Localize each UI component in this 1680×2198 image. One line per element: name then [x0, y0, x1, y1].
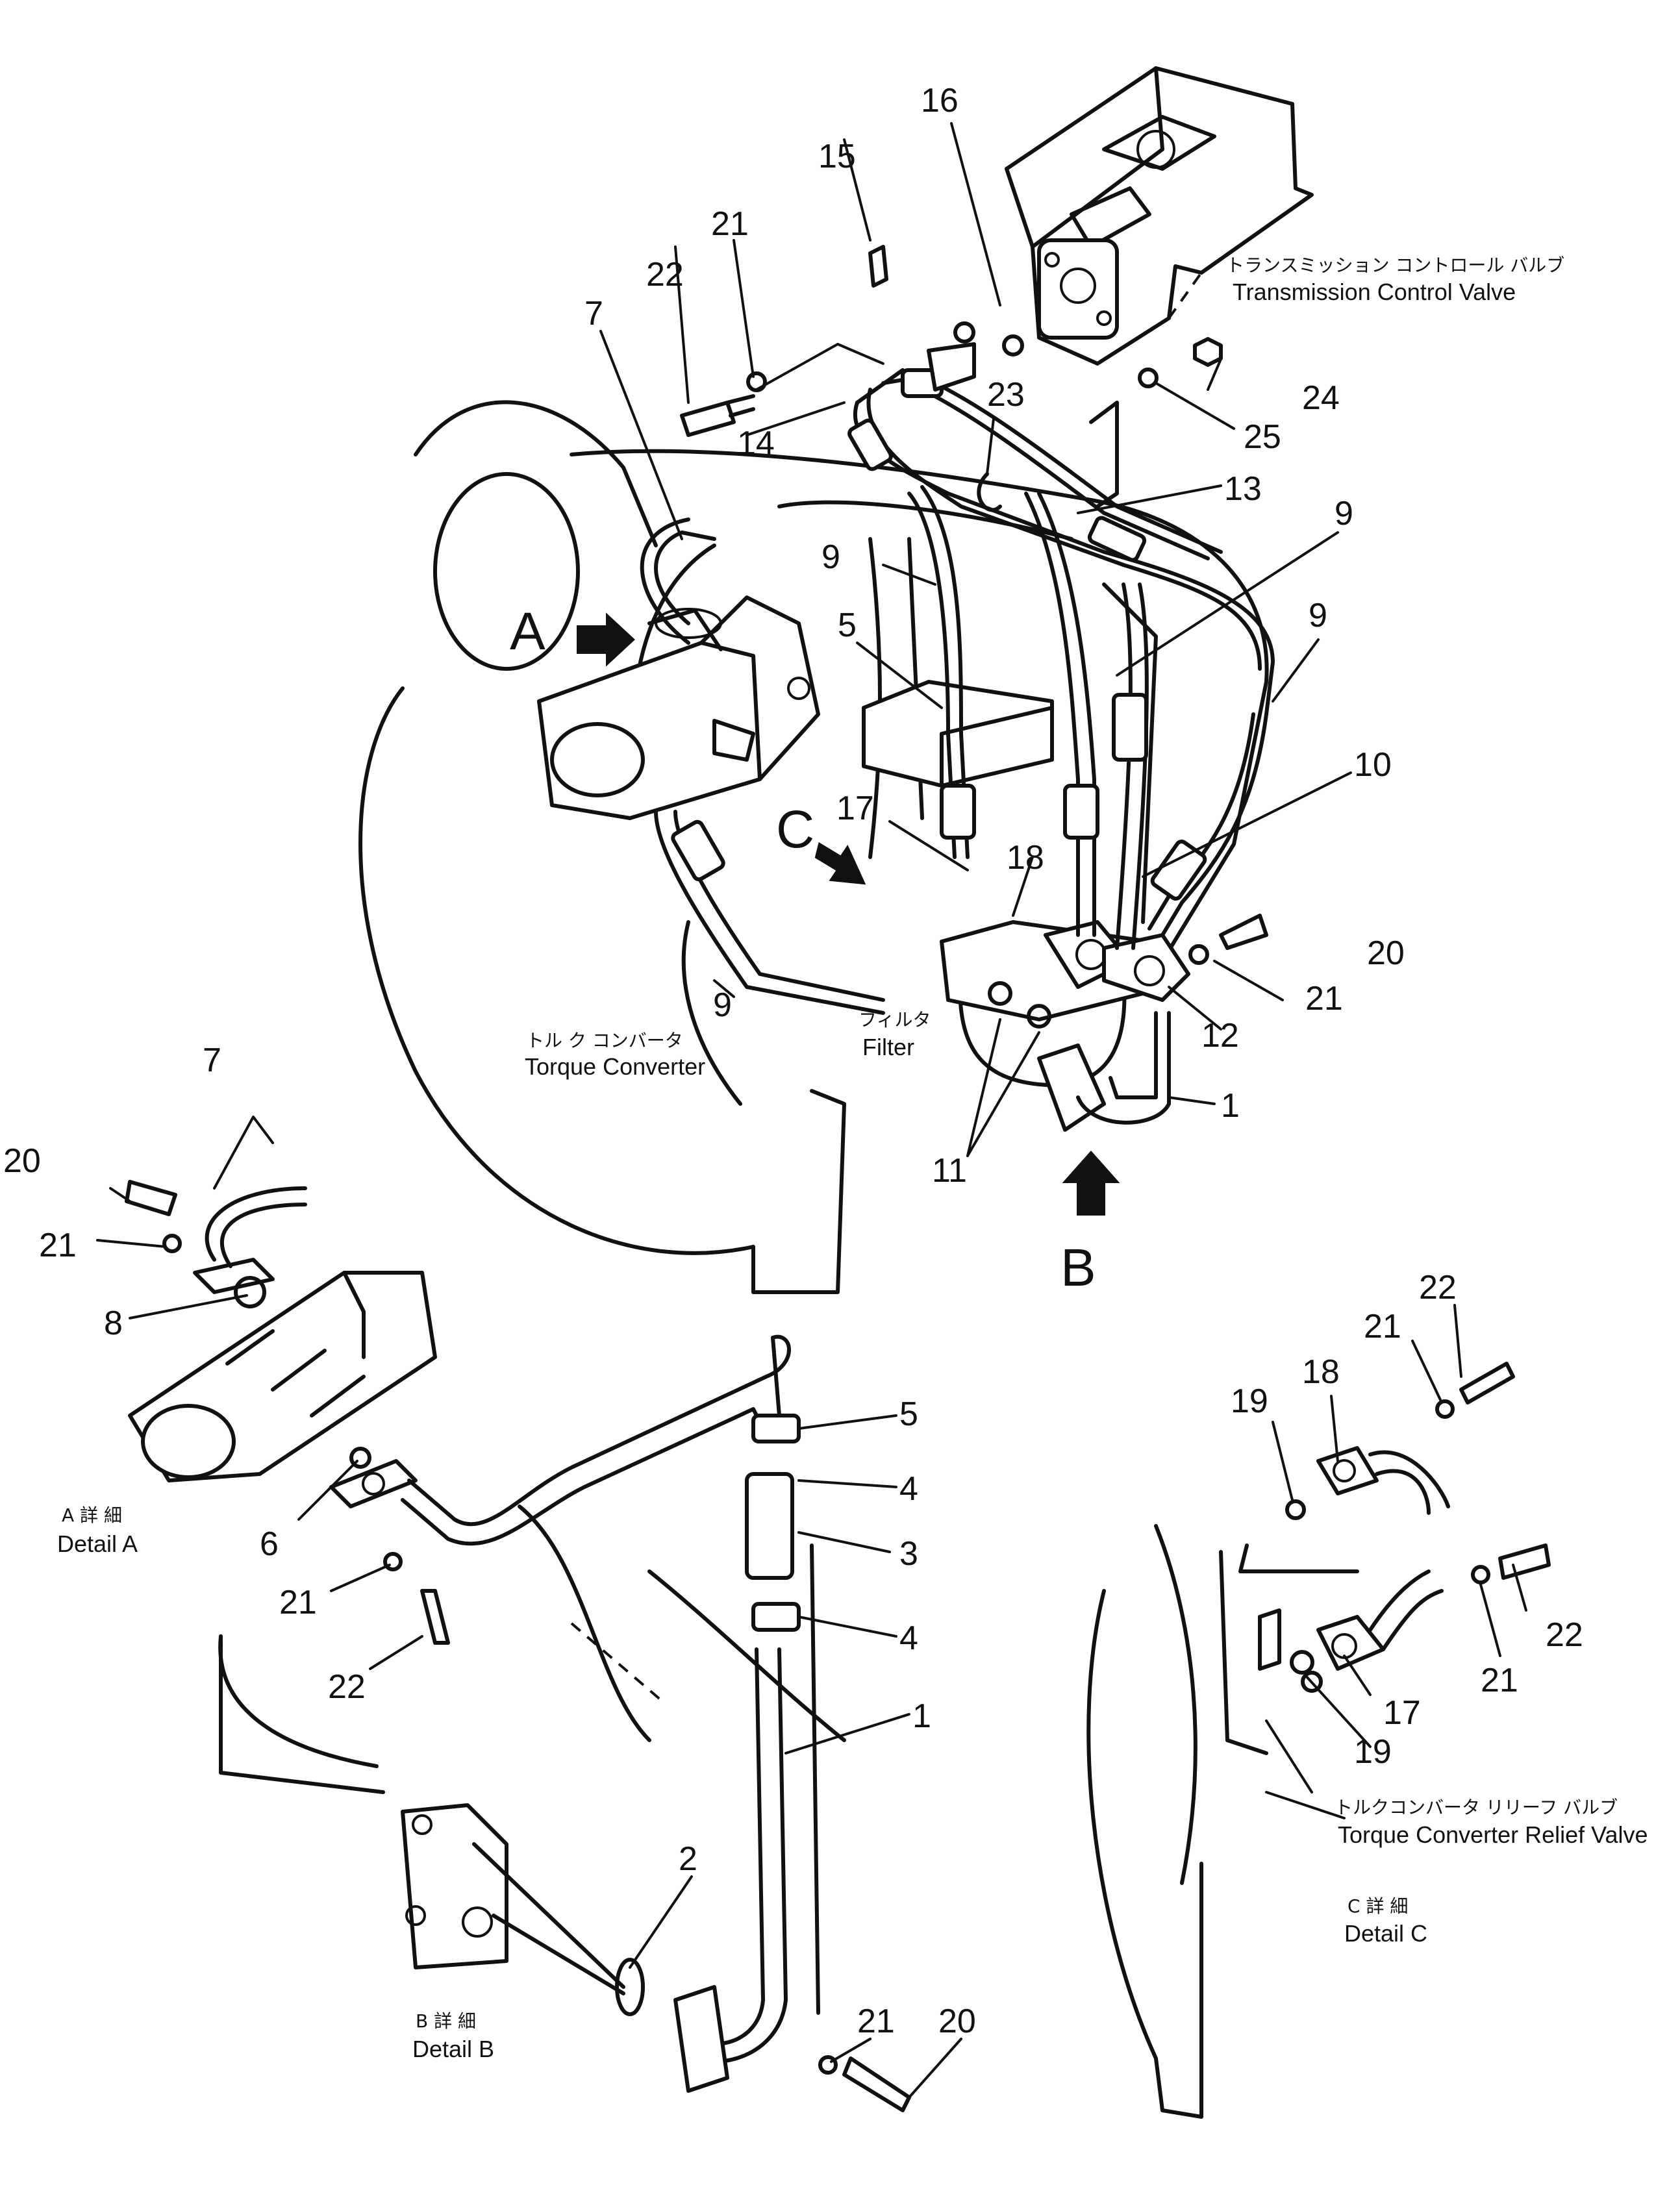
view-c-arrow — [814, 842, 866, 885]
detail-b-label-jp: B 詳 細 — [416, 2010, 476, 2032]
leader-lines — [96, 122, 1527, 2099]
callout-18-top: 18 — [1007, 839, 1044, 877]
torque-converter-label: Torque Converter — [525, 1053, 705, 1080]
component-labels: トランスミッション コントロール バルブ Transmission Contro… — [57, 255, 1648, 2062]
callout-21-top: 21 — [1305, 980, 1343, 1018]
transmission-control-valve-label: Transmission Control Valve — [1233, 279, 1516, 305]
torque-converter-drawing — [358, 400, 1269, 1294]
filter-label: Filter — [862, 1034, 914, 1060]
callout-19-a: 19 — [1231, 1382, 1268, 1420]
callout-9-a: 9 — [1335, 495, 1353, 532]
view-letter-a: A — [510, 602, 545, 661]
callout-1: 1 — [912, 1697, 931, 1735]
callout-22-detail-b: 22 — [328, 1668, 366, 1706]
view-letters: A B C — [510, 602, 1096, 1297]
detail-c-drawing — [1086, 1362, 1551, 2119]
callout-20-detail-b: 20 — [938, 2003, 976, 2040]
callout-21-detail-b: 21 — [279, 1584, 317, 1621]
loose-parts-top — [680, 321, 1268, 1029]
callout-5-top: 5 — [838, 606, 857, 644]
callout-7: 7 — [584, 295, 603, 332]
callout-5: 5 — [899, 1395, 918, 1433]
filter-drawing — [862, 680, 1190, 1132]
view-arrows — [577, 612, 1120, 1216]
callout-21-detail-a: 21 — [39, 1227, 77, 1264]
hoses-drawing — [640, 245, 1275, 1125]
callout-23: 23 — [987, 376, 1025, 414]
callout-24: 24 — [1302, 379, 1340, 417]
callout-21: 21 — [711, 205, 749, 243]
callout-22-detail-c: 22 — [1419, 1269, 1457, 1306]
callout-4-a: 4 — [899, 1470, 918, 1508]
callout-1-top: 1 — [1221, 1087, 1240, 1125]
detail-c-label-jp: C 詳 細 — [1348, 1895, 1408, 1917]
callout-7-detail: 7 — [203, 1042, 221, 1079]
callout-15: 15 — [818, 138, 856, 175]
callout-20-top: 20 — [1367, 934, 1405, 972]
callout-21-detail-b2: 21 — [857, 2003, 895, 2040]
callout-3: 3 — [899, 1535, 918, 1573]
detail-a-label-jp: A 詳 細 — [62, 1505, 122, 1526]
callout-4-b: 4 — [899, 1619, 918, 1657]
callout-16: 16 — [921, 82, 959, 119]
callout-13: 13 — [1224, 470, 1262, 508]
callout-12: 12 — [1201, 1017, 1239, 1055]
torque-converter-label-jp: トル ク コンバータ — [526, 1030, 683, 1051]
callout-20-detail-a: 20 — [3, 1142, 41, 1180]
callout-10: 10 — [1354, 746, 1392, 784]
callout-21-detail-c2: 21 — [1481, 1662, 1518, 1699]
detail-a-label: Detail A — [57, 1530, 138, 1557]
view-b-arrow — [1062, 1150, 1120, 1216]
callout-6: 6 — [260, 1525, 279, 1563]
relief-valve-label-jp: トルクコンバータ リリーフ バルブ — [1335, 1797, 1618, 1818]
callout-11: 11 — [932, 1152, 967, 1190]
callout-17: 17 — [1383, 1694, 1421, 1732]
view-a-arrow — [577, 612, 635, 667]
callout-9-b: 9 — [821, 538, 840, 576]
detail-b-drawing — [218, 1505, 846, 2015]
filter-label-jp: フィルタ — [859, 1009, 931, 1030]
callout-9-d: 9 — [713, 986, 732, 1024]
pump-drawing — [537, 595, 820, 820]
callout-21-detail-c: 21 — [1364, 1308, 1401, 1345]
callout-8: 8 — [104, 1305, 123, 1342]
callout-17-top: 17 — [836, 790, 874, 827]
relief-valve-label: Torque Converter Relief Valve — [1338, 1821, 1648, 1848]
detail-a-drawing — [125, 1180, 911, 2112]
transmission-control-valve-label-jp: トランスミッション コントロール バルブ — [1226, 255, 1564, 276]
callout-18: 18 — [1302, 1353, 1340, 1391]
detail-b-label: Detail B — [412, 2036, 494, 2062]
callout-25: 25 — [1244, 418, 1281, 456]
callout-19-b: 19 — [1354, 1733, 1392, 1771]
callout-22: 22 — [646, 256, 684, 293]
view-letter-c: C — [776, 800, 814, 859]
part-number-labels: 16 15 21 22 7 14 23 24 25 13 9 9 9 5 10 … — [3, 82, 1583, 2040]
callout-9-c: 9 — [1309, 597, 1327, 634]
transmission-control-valve-drawing — [1005, 66, 1314, 366]
view-letter-b: B — [1060, 1238, 1096, 1297]
detail-c-label: Detail C — [1344, 1920, 1427, 1947]
callout-2: 2 — [679, 1840, 697, 1878]
callout-22-detail-c2: 22 — [1546, 1616, 1583, 1654]
callout-14: 14 — [737, 425, 775, 462]
